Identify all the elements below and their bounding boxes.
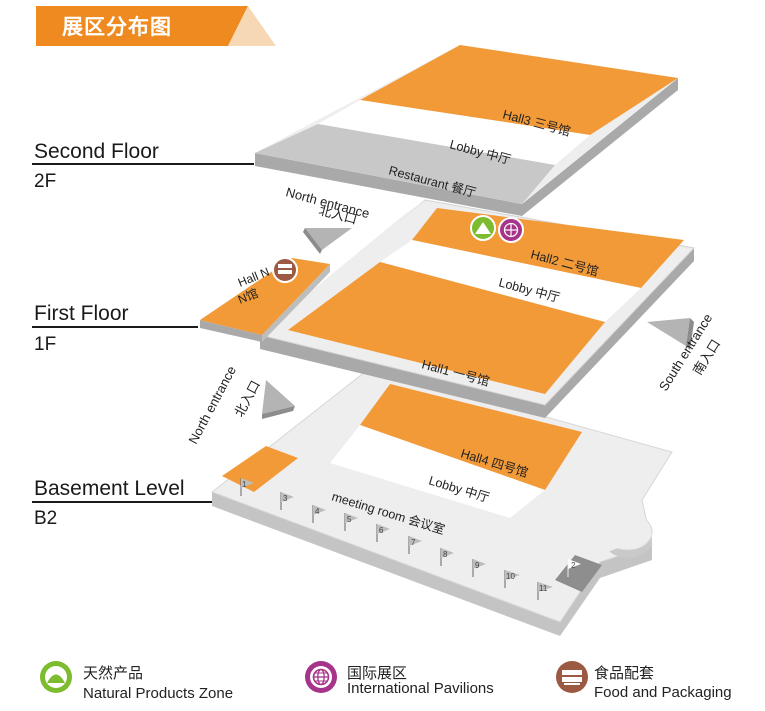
floor-label-first: First Floor: [34, 302, 129, 325]
title-banner: [36, 6, 276, 46]
north-entrance-upper-arrow[interactable]: [305, 228, 352, 250]
restaurant-area[interactable]: [255, 124, 555, 204]
meeting-room-number: 9: [475, 561, 480, 570]
hall4-area[interactable]: [360, 384, 582, 490]
meeting-room-flag-11: 11: [537, 582, 553, 600]
legend-packaging-zh: 食品配套: [594, 664, 655, 682]
meeting-room-number: 10: [506, 572, 515, 581]
globe-icon-marker[interactable]: [498, 217, 524, 243]
floor-rule-basement: [32, 501, 212, 503]
natural-products-icon: [40, 661, 72, 693]
hall1-area[interactable]: [288, 262, 605, 394]
meeting-room-flag-8: 8: [440, 548, 454, 566]
meeting-room-flag-10: 10: [504, 570, 520, 588]
basement-floor: [210, 367, 673, 636]
north-entrance-lower-label-zh: 北入口: [231, 378, 263, 419]
meeting-room-flags: 1 3 4 5 6 7 8 9 10 11 2: [240, 478, 581, 600]
meeting-room-flag-3: 3: [280, 492, 294, 510]
floor-rule-first: [32, 326, 198, 328]
meeting-room-number: 11: [539, 584, 548, 593]
meeting-room-number: 1: [242, 480, 247, 489]
meeting-room-flag-6: 6: [376, 524, 390, 542]
meeting-room-flag-7: 7: [408, 536, 422, 554]
floor-code-second: 2F: [34, 171, 57, 192]
meeting-room-flag-9: 9: [472, 559, 486, 577]
floor-code-basement: B2: [34, 508, 58, 529]
north-entrance-lower-arrow[interactable]: [262, 380, 295, 414]
globe-icon: [305, 661, 337, 693]
legend-international-zh: 国际展区: [347, 664, 408, 682]
second-floor: [255, 45, 678, 216]
legend-international-en: International Pavilions: [347, 680, 494, 697]
packaging-icon: [556, 661, 588, 693]
meeting-room-number: 2: [571, 561, 576, 570]
meeting-room-flag-1: 1: [240, 478, 254, 496]
north-entrance-lower-label: North entrance: [185, 363, 239, 446]
hall3-area[interactable]: [360, 45, 678, 135]
lobby-b2-area[interactable]: [330, 425, 545, 518]
page-title: 展区分布图: [62, 15, 172, 39]
meeting-room-number: 8: [443, 550, 448, 559]
packaging-icon-marker[interactable]: [272, 257, 298, 283]
meeting-room-number: 6: [379, 526, 384, 535]
hall-n-label-zh: N馆: [236, 285, 261, 307]
meeting-room-flag-5: 5: [344, 513, 358, 531]
meeting-room-flag-4: 4: [312, 505, 326, 523]
floor-label-second: Second Floor: [34, 140, 159, 163]
legend-natural-en: Natural Products Zone: [83, 685, 234, 702]
meeting-room-number: 3: [283, 494, 288, 503]
meeting-room-number: 7: [411, 538, 416, 547]
south-entrance-arrow[interactable]: [647, 318, 690, 346]
meeting-room-number: 4: [315, 507, 320, 516]
legend-natural-zh: 天然产品: [83, 664, 144, 682]
lobby-2f-area[interactable]: [318, 100, 590, 165]
legend-packaging-en: Food and Packaging: [594, 684, 732, 701]
hall-n-block[interactable]: [200, 258, 330, 342]
lobby-1f-area[interactable]: [380, 240, 641, 322]
floor-code-first: 1F: [34, 334, 57, 355]
meeting-room-flag-2: 2: [567, 559, 581, 577]
meeting-room-number: 5: [347, 515, 352, 524]
room-2-area[interactable]: [555, 555, 602, 592]
floor-rule-second: [32, 163, 254, 165]
floor-label-basement: Basement Level: [34, 477, 185, 500]
natural-products-icon-marker[interactable]: [470, 215, 496, 241]
